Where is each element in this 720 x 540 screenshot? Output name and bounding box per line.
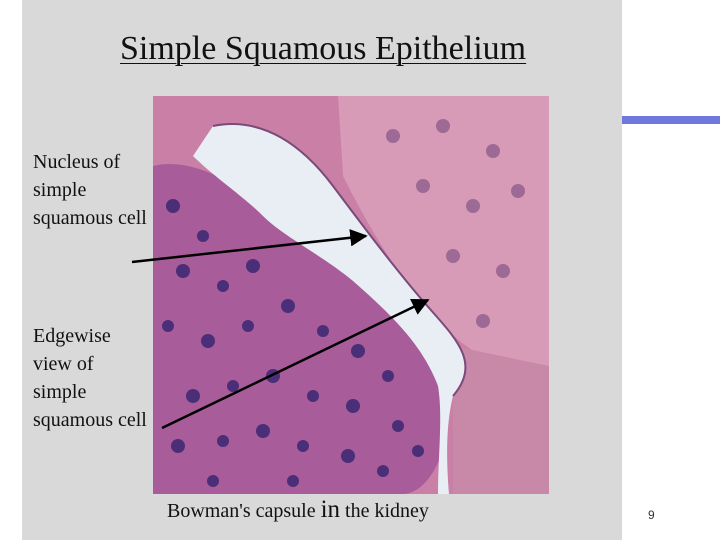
slide-number: 9	[648, 508, 655, 522]
caption-part-3: the kidney	[340, 500, 429, 522]
micrograph-image	[153, 96, 549, 494]
image-caption: Bowman's capsule in the kidney	[167, 496, 429, 524]
label-nucleus: Nucleus of simple squamous cell	[33, 151, 147, 229]
caption-part-1: Bowman's capsule	[167, 500, 321, 522]
accent-bar	[622, 116, 720, 124]
caption-part-2: in	[320, 496, 341, 523]
label-edgewise: Edgewise view of simple squamous cell	[33, 325, 147, 431]
slide-title: Simple Squamous Epithelium	[120, 30, 527, 67]
